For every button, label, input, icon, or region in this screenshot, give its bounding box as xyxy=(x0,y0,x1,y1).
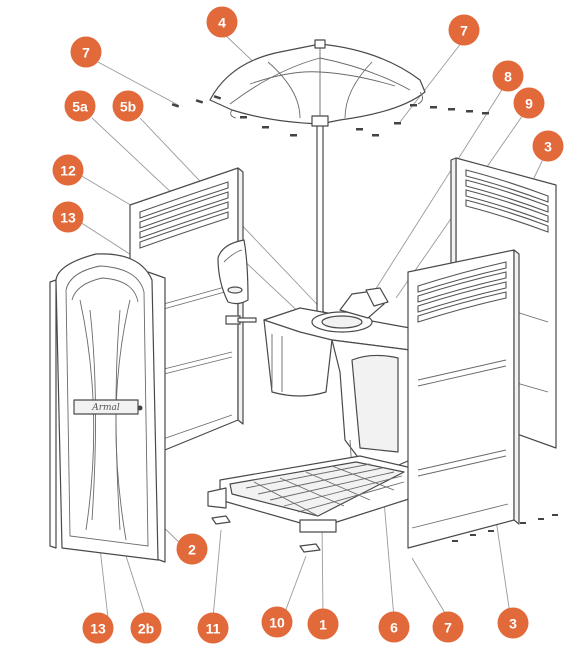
callout-2: 2 xyxy=(176,533,208,565)
callout-3: 3 xyxy=(497,607,529,639)
callouts: 4 7 7 5a 5b 89 3 12 13 2 13 2b 11 10 1 6 7 3 xyxy=(52,6,564,644)
callout-5a: 5a xyxy=(64,90,96,122)
callout-circle xyxy=(432,611,464,643)
callout-circle xyxy=(497,607,529,639)
callout-5b: 5b xyxy=(112,90,144,122)
callout-label: 10 xyxy=(269,615,285,631)
callout-label: 7 xyxy=(82,45,90,61)
callout-circle xyxy=(261,606,293,638)
callout-circle xyxy=(70,36,102,68)
callout-circle xyxy=(532,130,564,162)
callout-7: 7 xyxy=(448,14,480,46)
door-logo: Armal xyxy=(91,403,120,413)
waste-tank xyxy=(263,307,411,471)
callout-label: 7 xyxy=(460,23,468,39)
callout-label: 5a xyxy=(72,99,88,115)
callout-circle xyxy=(112,90,144,122)
toilet-seat xyxy=(311,311,373,333)
callout-label: 1 xyxy=(319,617,327,633)
callout-11: 11 xyxy=(197,612,229,644)
callout-circle xyxy=(52,201,84,233)
callout-6: 6 xyxy=(378,611,410,643)
wall-hardware xyxy=(452,514,558,542)
seat-lid xyxy=(339,287,389,319)
callout-circle xyxy=(206,6,238,38)
door: Armal xyxy=(55,253,159,561)
callout-circle xyxy=(130,612,162,644)
callout-label: 13 xyxy=(90,621,106,637)
callout-13: 13 xyxy=(82,612,114,644)
callout-circle xyxy=(82,612,114,644)
callout-label: 9 xyxy=(525,96,533,112)
callout-circle xyxy=(448,14,480,46)
right-front-wall-panel xyxy=(407,249,520,549)
callout-label: 11 xyxy=(206,621,221,637)
callout-circle xyxy=(378,611,410,643)
callout-label: 12 xyxy=(60,163,76,179)
callout-circle xyxy=(176,533,208,565)
roof-hardware xyxy=(171,95,489,137)
callout-13: 13 xyxy=(52,201,84,233)
callout-label: 4 xyxy=(218,15,226,31)
callout-2b: 2b xyxy=(130,612,162,644)
callout-circle xyxy=(64,90,96,122)
callout-label: 6 xyxy=(390,620,398,636)
callout-label: 13 xyxy=(60,210,76,226)
callout-circle xyxy=(492,60,524,92)
callout-8: 8 xyxy=(492,60,524,92)
callout-circle xyxy=(307,608,339,640)
urinal xyxy=(217,239,249,305)
callout-label: 7 xyxy=(444,620,452,636)
callout-7: 7 xyxy=(432,611,464,643)
floor-grid xyxy=(245,463,405,517)
roof xyxy=(209,39,426,127)
callout-label: 2 xyxy=(188,542,196,558)
floor-clips xyxy=(211,515,321,553)
callout-circle xyxy=(197,612,229,644)
callout-3: 3 xyxy=(532,130,564,162)
callout-label: 8 xyxy=(504,69,512,85)
callout-7: 7 xyxy=(70,36,102,68)
door-latch xyxy=(225,315,257,325)
callout-label: 3 xyxy=(509,616,517,632)
callout-9: 9 xyxy=(513,87,545,119)
floor-base xyxy=(207,455,413,533)
callout-4: 4 xyxy=(206,6,238,38)
callout-12: 12 xyxy=(52,154,84,186)
callout-label: 2b xyxy=(138,621,154,637)
callout-circle xyxy=(52,154,84,186)
callout-10: 10 xyxy=(261,606,293,638)
callout-label: 3 xyxy=(544,139,552,155)
callout-label: 5b xyxy=(120,99,136,115)
callout-circle xyxy=(513,87,545,119)
callout-1: 1 xyxy=(307,608,339,640)
